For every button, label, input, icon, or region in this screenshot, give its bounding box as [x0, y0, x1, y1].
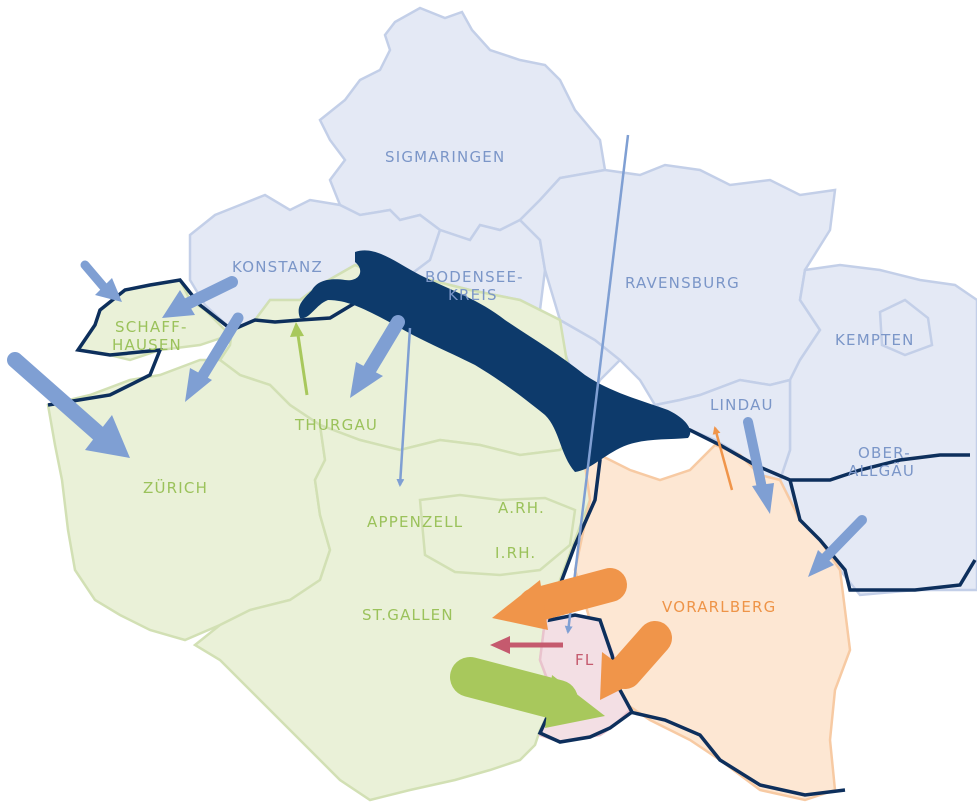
label-appenzell: APPENZELL: [367, 513, 463, 531]
region-zuerich: [46, 358, 332, 642]
label-konstanz: KONSTANZ: [232, 258, 323, 276]
label-irh: I.RH.: [495, 544, 536, 562]
arrow-lindau-vorarlberg: [743, 417, 774, 514]
arrow-stgallen-fl: [450, 657, 605, 728]
national-border: [47, 278, 970, 482]
region-appenzell-inner: [418, 493, 577, 577]
label-schaffhausen-line1: SCHAFF-: [115, 318, 188, 336]
arrow-to-thurgau: [350, 315, 405, 398]
arrow-oberallgaeu-vorarlberg: [808, 515, 867, 577]
label-oberallgaeu-line1: OBER-: [858, 444, 911, 462]
arrow-fl-stgallen: [490, 636, 563, 654]
label-kempten: KEMPTEN: [835, 331, 915, 349]
label-thurgau: THURGAU: [294, 416, 378, 434]
arrow-thurgau-konstanz: [290, 322, 309, 396]
arrow-vorarlberg-lindau: [712, 426, 734, 491]
label-oberallgaeu-line2: ALLGÄU: [848, 461, 915, 480]
label-schaffhausen-line2: HAUSEN: [112, 336, 182, 354]
arrow-vorarlberg-stgallen: [492, 568, 627, 630]
arrow-to-zuerich-large: [7, 352, 130, 458]
label-vorarlberg: VORARLBERG: [662, 598, 776, 616]
label-fl: FL: [575, 651, 594, 669]
label-bodenseekreis-line1: BODENSEE-: [425, 268, 524, 286]
arrow-ravensburg-fl: [564, 134, 630, 634]
austria-german-border: [788, 479, 977, 592]
arrow-bodensee-appenzell: [396, 327, 412, 487]
austria-swiss-border: [537, 429, 635, 744]
label-ravensburg: RAVENSBURG: [625, 274, 740, 292]
arrow-to-schaffhausen-small: [80, 260, 122, 302]
arrow-konstanz-zuerich: [185, 312, 244, 402]
label-arh: A.RH.: [498, 499, 545, 517]
label-sigmaringen: SIGMARINGEN: [385, 148, 505, 166]
arrow-to-schaffhausen-large: [162, 276, 238, 318]
label-lindau: LINDAU: [710, 396, 774, 414]
label-bodenseekreis-line2: KREIS: [448, 286, 498, 304]
label-zuerich: ZÜRICH: [143, 478, 208, 497]
label-stgallen: ST.GALLEN: [362, 606, 454, 624]
lake-constance: [298, 250, 691, 472]
austria-south-border: [629, 710, 846, 797]
arrow-vorarlberg-fl: [600, 621, 672, 700]
region-kempten-city: [878, 298, 934, 357]
